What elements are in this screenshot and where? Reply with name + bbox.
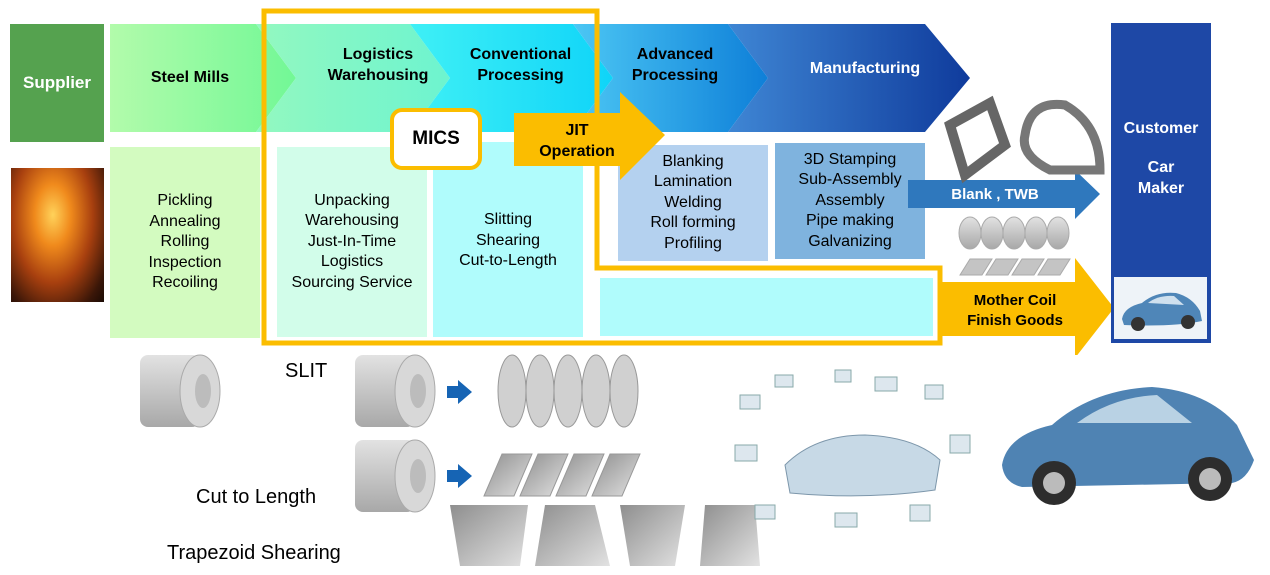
- cut-sheets-icon: [483, 453, 641, 497]
- cut-to-length-label: Cut to Length: [196, 486, 317, 508]
- process-item: Rolling: [160, 233, 210, 251]
- coil-icon: [355, 439, 436, 513]
- stage-advanced-processing: Advanced Processing: [610, 44, 740, 86]
- stage-label-line: Processing: [631, 67, 719, 84]
- conventional-box: Slitting Shearing Cut-to-Length: [433, 142, 583, 337]
- mother-coil-line: Mother Coil: [973, 292, 1057, 309]
- process-item: Roll forming: [650, 214, 736, 232]
- customer-label: Customer: [1123, 120, 1199, 137]
- trapezoid-shearing-label: Trapezoid Shearing: [167, 542, 341, 564]
- mother-coil-label: Mother Coil Finish Goods: [945, 291, 1085, 331]
- process-item: Profiling: [664, 234, 722, 252]
- steel-mill-photo: [11, 168, 104, 302]
- coil-icon: [140, 354, 221, 428]
- blank-twb-label: Blank , TWB: [951, 185, 1039, 203]
- coils-and-sheets-image: [958, 216, 1071, 276]
- cyan-strip: [600, 278, 933, 336]
- process-item: Blanking: [662, 152, 724, 170]
- stage-label-line: Logistics: [342, 46, 414, 63]
- stage-label-line: Advanced: [636, 46, 714, 63]
- arrow-right-icon: [447, 380, 472, 404]
- chevron-steel-mills: [110, 24, 296, 132]
- car-maker-label: Car: [1147, 159, 1175, 176]
- coil-icon: [355, 354, 436, 428]
- process-item: Unpacking: [314, 191, 390, 209]
- process-item: Pipe making: [805, 212, 895, 230]
- slit-coils-icon: [497, 354, 639, 428]
- process-item: Pickling: [157, 192, 213, 210]
- mother-coil-line: Finish Goods: [967, 312, 1063, 329]
- arrow-right-icon: [447, 464, 472, 488]
- steel-mills-box: Pickling Annealing Rolling Inspection Re…: [110, 147, 260, 338]
- process-illustration: [140, 354, 760, 566]
- process-item: Lamination: [653, 173, 733, 191]
- process-item: Shearing: [475, 231, 541, 249]
- car-photo: [992, 355, 1264, 520]
- stage-label-line: Warehousing: [327, 67, 429, 84]
- jit-label-line: Operation: [539, 143, 615, 160]
- mics-badge: MICS: [390, 108, 482, 170]
- process-item: Sub-Assembly: [798, 171, 902, 189]
- car-maker-label: Maker: [1137, 180, 1185, 197]
- manufacturing-box: 3D Stamping Sub-Assembly Assembly Pipe m…: [775, 143, 925, 259]
- car-thumbnail: [1114, 277, 1207, 339]
- process-item: Slitting: [483, 211, 533, 228]
- car-body-parts-image: [734, 369, 971, 528]
- process-item: Logistics: [320, 253, 384, 271]
- advanced-box: Blanking Lamination Welding Roll forming…: [618, 145, 768, 261]
- stage-steel-mills: Steel Mills: [150, 69, 230, 86]
- process-item: Just-In-Time: [307, 232, 397, 250]
- process-item: Inspection: [148, 253, 222, 271]
- process-item: Recoiling: [152, 274, 218, 292]
- mics-label: MICS: [412, 128, 460, 149]
- process-item: Galvanizing: [808, 232, 892, 250]
- jit-label: JIT Operation: [522, 120, 632, 162]
- process-item: Annealing: [149, 212, 221, 230]
- supplier-label: Supplier: [22, 73, 91, 92]
- process-item: 3D Stamping: [803, 150, 897, 168]
- process-item: Welding: [664, 193, 722, 211]
- stage-label-line: Conventional: [469, 46, 572, 63]
- trapezoid-sheets-icon: [450, 505, 760, 566]
- process-item: Sourcing Service: [291, 273, 413, 291]
- stage-label-line: Processing: [477, 67, 564, 84]
- process-item: Warehousing: [305, 212, 399, 230]
- logistics-box: Unpacking Warehousing Just-In-Time Logis…: [277, 147, 427, 337]
- process-item: Assembly: [815, 191, 885, 209]
- jit-label-line: JIT: [565, 122, 589, 139]
- stamped-parts-image: [944, 95, 1105, 184]
- slit-label: SLIT: [285, 360, 328, 382]
- process-item: Cut-to-Length: [459, 252, 557, 269]
- stage-logistics-warehousing: Logistics Warehousing: [288, 44, 468, 86]
- stage-conventional-processing: Conventional Processing: [458, 44, 583, 86]
- supplier-block: Supplier: [10, 24, 104, 142]
- car-icon: [1122, 292, 1202, 331]
- stage-manufacturing: Manufacturing: [809, 60, 921, 77]
